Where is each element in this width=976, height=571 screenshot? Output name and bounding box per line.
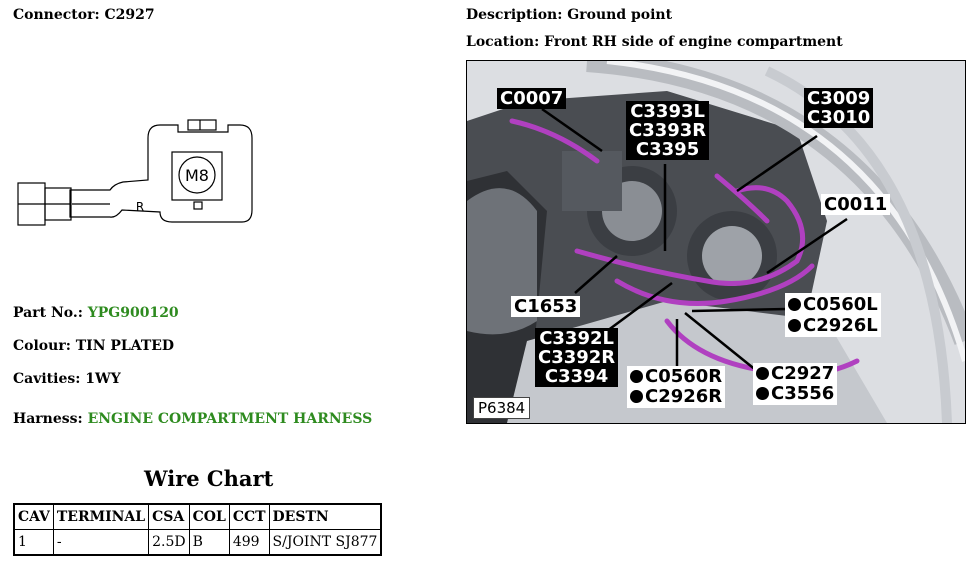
bullet-icon: [630, 390, 643, 403]
header-col: COL: [188, 503, 230, 530]
header-terminal: TERMINAL: [52, 503, 150, 530]
callout-c3556: C3556: [771, 383, 835, 404]
connector-value: C2927: [104, 7, 155, 23]
callout-c2926r: C2926R: [645, 386, 723, 407]
part-no-link[interactable]: YPG900120: [87, 305, 179, 321]
callout-c0560r-group: C0560R C2926R: [627, 366, 726, 408]
connector-diagram: M8 R: [17, 119, 253, 226]
cell-col: B: [188, 529, 230, 556]
callout-c3393l: C3393L: [630, 101, 705, 122]
colour-line: Colour: TIN PLATED: [13, 338, 174, 354]
part-no-label: Part No.:: [13, 305, 83, 321]
callout-c0560l-group: C0560L C2926L: [785, 293, 881, 337]
header-cct: CCT: [228, 503, 270, 530]
callout-c2926l: C2926L: [803, 315, 878, 336]
callout-c0007: C0007: [497, 88, 567, 109]
callout-c3393r: C3393R: [629, 120, 707, 141]
stud-size-text: M8: [185, 166, 209, 185]
callout-c0560l: C0560L: [803, 294, 878, 315]
callout-c0560r: C0560R: [645, 366, 723, 387]
callout-c3395: C3395: [635, 139, 700, 160]
location-value: Front RH side of engine compartment: [544, 34, 843, 50]
callout-c3393-group: C3393L C3393R C3395: [626, 101, 710, 160]
cell-cct: 499: [228, 529, 270, 556]
cell-terminal: -: [52, 529, 150, 556]
side-marker-text: R: [136, 200, 144, 214]
cell-cav: 1: [13, 529, 54, 556]
bullet-icon: [788, 319, 801, 332]
colour-label: Colour:: [13, 338, 71, 354]
cell-destn: S/JOINT SJ877: [268, 529, 382, 556]
wire-chart-title: Wire Chart: [144, 466, 274, 491]
header-destn: DESTN: [268, 503, 382, 530]
bullet-icon: [756, 367, 769, 380]
cavities-line: Cavities: 1WY: [13, 371, 121, 387]
callout-c3392-group: C3392L C3392R C3394: [535, 328, 619, 387]
description-value: Ground point: [567, 7, 673, 23]
callout-c3394: C3394: [544, 366, 609, 387]
bullet-icon: [630, 370, 643, 383]
leader-lines: [541, 107, 848, 372]
connector-line: Connector: C2927: [13, 7, 155, 23]
description-label: Description:: [466, 7, 563, 23]
callout-c3010: C3010: [807, 107, 871, 128]
location-photo: C0007 C3393L C3393R C3395 C3009 C3010 C0…: [466, 60, 966, 424]
location-label: Location:: [466, 34, 540, 50]
harness-label: Harness:: [13, 411, 83, 427]
cell-csa: 2.5D: [148, 529, 190, 556]
bullet-icon: [788, 298, 801, 311]
cavities-value: 1WY: [85, 371, 121, 387]
callout-c0011: C0011: [821, 194, 891, 215]
callout-c3009: C3009: [807, 88, 871, 109]
harness-line: Harness: ENGINE COMPARTMENT HARNESS: [13, 411, 372, 427]
header-csa: CSA: [148, 503, 190, 530]
callout-c2927: C2927: [771, 363, 835, 384]
description-line: Description: Ground point: [466, 7, 672, 23]
callout-c3392r: C3392R: [538, 347, 616, 368]
callout-c2927-group: C2927 C3556: [753, 363, 838, 405]
table-header-row: CAV TERMINAL CSA COL CCT DESTN: [13, 503, 382, 530]
header-cav: CAV: [13, 503, 54, 530]
bullet-icon: [756, 387, 769, 400]
wire-chart-table: CAV TERMINAL CSA COL CCT DESTN 1 - 2.5D …: [13, 503, 383, 556]
harness-link[interactable]: ENGINE COMPARTMENT HARNESS: [87, 411, 373, 427]
connector-label: Connector:: [13, 7, 100, 23]
colour-value: TIN PLATED: [75, 338, 175, 354]
photo-reference: P6384: [473, 397, 531, 419]
callout-c3009-group: C3009 C3010: [804, 88, 874, 128]
callout-c3392l: C3392L: [539, 328, 614, 349]
part-no-line: Part No.: YPG900120: [13, 305, 179, 321]
location-line: Location: Front RH side of engine compar…: [466, 34, 843, 50]
table-row: 1 - 2.5D B 499 S/JOINT SJ877: [13, 529, 382, 556]
callout-c1653: C1653: [511, 296, 581, 317]
cavities-label: Cavities:: [13, 371, 81, 387]
